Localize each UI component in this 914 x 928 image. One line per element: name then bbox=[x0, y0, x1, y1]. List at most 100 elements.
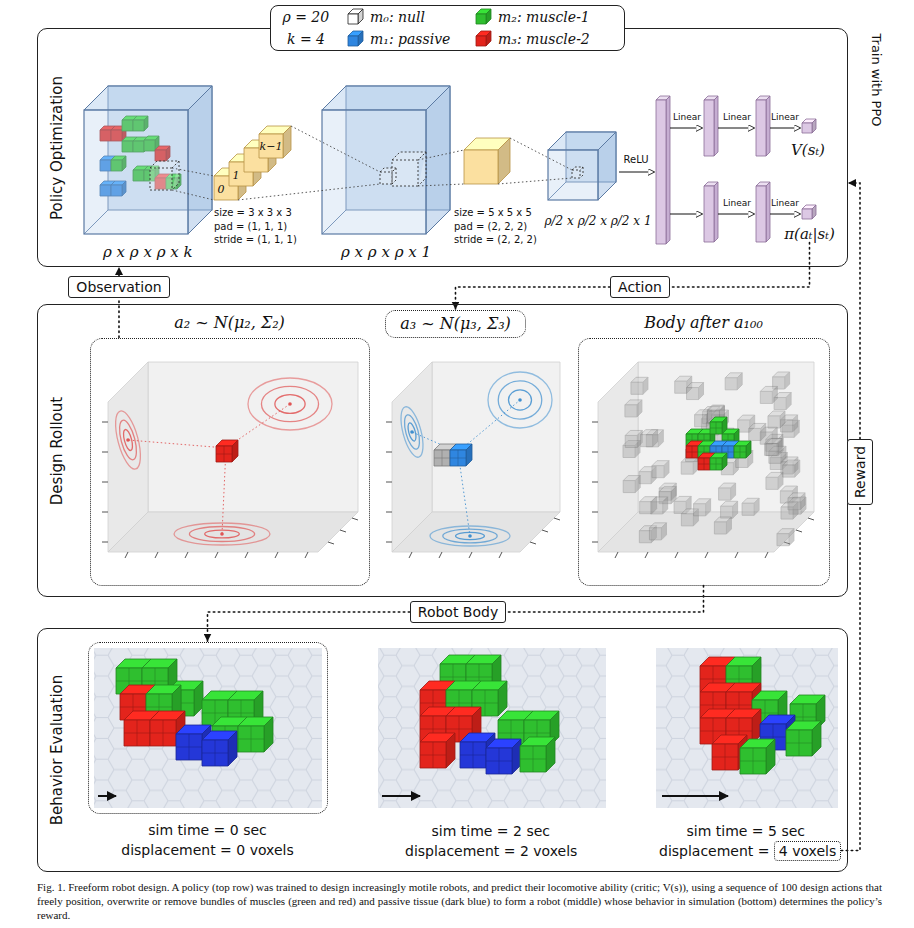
voxel-grid bbox=[202, 740, 228, 766]
voxel-side bbox=[789, 529, 794, 546]
policy-output-node: π(aₜ|sₜ) bbox=[784, 225, 835, 243]
axis-ticks bbox=[386, 422, 560, 558]
linear-layer bbox=[756, 96, 770, 156]
flow-label: Robot Body bbox=[418, 603, 498, 621]
voxel bbox=[450, 444, 472, 466]
axis-floor-pane bbox=[108, 512, 358, 552]
voxel-front bbox=[783, 465, 795, 477]
voxel-front bbox=[742, 503, 754, 515]
distribution-label: a₃ ~ N(μ₃, Σ₃) bbox=[400, 314, 511, 334]
voxel-front bbox=[434, 450, 450, 466]
receptive-field bbox=[572, 167, 583, 178]
voxel bbox=[766, 472, 783, 489]
layer-arrow bbox=[770, 214, 800, 215]
voxel-front bbox=[714, 522, 726, 534]
voxel-swatch bbox=[346, 30, 366, 48]
dataflow-arrow bbox=[670, 243, 810, 288]
layer-arrow bbox=[718, 214, 754, 215]
slab-front bbox=[704, 100, 714, 156]
voxel-side bbox=[635, 476, 640, 493]
voxel bbox=[774, 393, 791, 410]
tensor-front bbox=[322, 110, 426, 234]
voxel-front bbox=[740, 748, 766, 774]
slab-front bbox=[704, 186, 714, 242]
plot-frame: Body after a₁₀₀ bbox=[578, 338, 830, 586]
voxel-front bbox=[786, 730, 812, 756]
conv-parameter: size = 3 x 3 x 3 bbox=[214, 207, 292, 219]
panel-title: Policy Optimization bbox=[48, 76, 66, 220]
gaussian-contour bbox=[248, 378, 332, 430]
slab-side bbox=[714, 96, 718, 156]
layer-arrow bbox=[670, 214, 702, 215]
voxel-front bbox=[420, 742, 446, 768]
voxel bbox=[740, 739, 775, 774]
voxel-front bbox=[788, 498, 800, 510]
voxel-front bbox=[777, 534, 789, 546]
voxel-side bbox=[795, 460, 800, 477]
receptive-field bbox=[392, 152, 426, 186]
displacement-arrow bbox=[98, 795, 116, 797]
tensor-shape: ρ/2 x ρ/2 x ρ/2 x 1 bbox=[545, 214, 652, 228]
voxel bbox=[783, 460, 800, 477]
projection-line bbox=[510, 138, 572, 170]
sim-time: sim time = 5 sec bbox=[687, 822, 806, 840]
voxel-front bbox=[238, 726, 264, 752]
tensor-front bbox=[84, 110, 188, 234]
simulation-frame-box: sim time = 0 secdisplacement = 0 voxels bbox=[88, 642, 328, 814]
voxel-side bbox=[746, 441, 751, 458]
voxel-front bbox=[150, 720, 176, 746]
voxel-front bbox=[476, 14, 486, 24]
voxel bbox=[749, 423, 766, 440]
sim-time: sim time = 0 sec bbox=[148, 821, 267, 839]
legend-text: m₃: muscle-2 bbox=[498, 31, 590, 48]
voxel bbox=[714, 517, 731, 534]
linear-layer bbox=[704, 182, 718, 242]
voxel-front bbox=[176, 734, 202, 760]
axes-3d bbox=[592, 362, 814, 558]
voxel-side bbox=[643, 377, 648, 394]
voxel bbox=[725, 373, 742, 390]
displacement-text: displacement = bbox=[659, 842, 770, 860]
simulation-floor bbox=[94, 648, 322, 808]
simulation-floor bbox=[378, 648, 606, 808]
flow-label: Reward bbox=[851, 446, 869, 498]
voxel-grid bbox=[238, 726, 264, 752]
axes-3d bbox=[386, 362, 560, 558]
voxel-side bbox=[358, 31, 363, 46]
receptive-field bbox=[380, 168, 396, 184]
dataflow-arrow bbox=[848, 183, 860, 439]
voxel-front bbox=[460, 742, 486, 768]
voxel-swatch bbox=[474, 30, 494, 48]
projection-line bbox=[172, 190, 214, 200]
displacement-arrow bbox=[662, 795, 728, 797]
voxel-front bbox=[698, 458, 710, 470]
voxel bbox=[768, 411, 785, 428]
flow-label: Observation bbox=[76, 278, 161, 296]
displacement-arrow bbox=[382, 795, 420, 797]
voxel-front bbox=[774, 398, 786, 410]
gaussian-contour bbox=[174, 523, 270, 545]
tensor-side bbox=[598, 132, 616, 200]
axis-back-pane bbox=[432, 362, 560, 512]
voxel bbox=[786, 721, 821, 756]
projection-line bbox=[291, 126, 380, 172]
voxel-side bbox=[761, 423, 766, 440]
voxel-side bbox=[498, 138, 510, 184]
voxel-side bbox=[486, 9, 491, 24]
activation-label: ReLU bbox=[624, 154, 649, 166]
voxel-front bbox=[450, 450, 466, 466]
linear-layer bbox=[756, 182, 770, 242]
displacement-text: displacement = 0 voxels bbox=[121, 841, 293, 859]
voxel-front bbox=[486, 748, 512, 774]
axis-ticks bbox=[592, 422, 814, 558]
voxel bbox=[777, 529, 794, 546]
flow-box: Reward bbox=[847, 439, 873, 505]
voxel bbox=[788, 493, 805, 510]
voxel-front bbox=[476, 36, 486, 46]
legend-entry: m₀: null bbox=[346, 8, 425, 26]
voxel-side bbox=[778, 472, 783, 489]
gaussian-contour bbox=[111, 408, 146, 471]
voxel-front bbox=[675, 381, 687, 393]
voxel bbox=[687, 383, 704, 400]
voxel-front bbox=[641, 435, 653, 447]
